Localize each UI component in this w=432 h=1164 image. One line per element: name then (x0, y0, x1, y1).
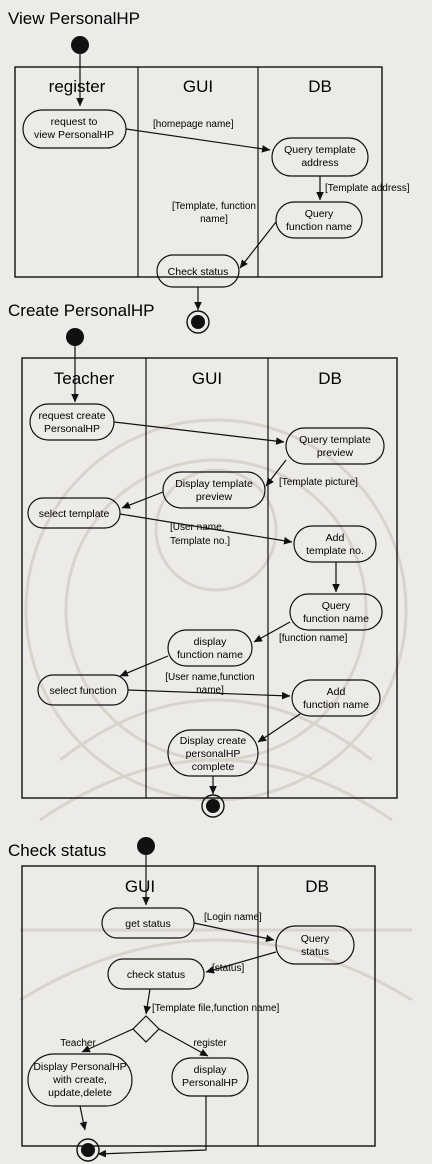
lane-header: GUI (192, 369, 222, 388)
final-node (201, 794, 225, 818)
branch-label: Teacher (60, 1038, 96, 1049)
guard-label: [function name] (279, 633, 348, 644)
initial-node (71, 36, 89, 54)
svg-text:select function: select function (49, 685, 116, 697)
activity-node: check status (107, 958, 205, 990)
activity-node: select template (27, 497, 121, 529)
lane-header: DB (305, 877, 329, 896)
lane-header: Teacher (54, 369, 115, 388)
guard-label: [Template picture] (279, 477, 358, 488)
lane-header: DB (308, 77, 332, 96)
final-node (76, 1138, 100, 1162)
svg-text:select template: select template (39, 508, 110, 520)
swimlane-frame (21, 357, 398, 799)
swimlane-frame (14, 66, 383, 278)
guard-label: [Login name] (204, 912, 262, 923)
guard-label: [User name,Template no.] (170, 522, 230, 547)
lane-header: GUI (125, 877, 155, 896)
guard-label: [status] (212, 963, 244, 974)
guard-label: [Template file,function name] (152, 1003, 280, 1014)
diagram-view-personalhp: View PersonalHP register GUI DB request … (8, 9, 410, 334)
initial-node (137, 837, 155, 855)
diagram-create-personalhp: Create PersonalHP Teacher GUI DB request… (8, 301, 398, 818)
activity-node: Check status (156, 254, 240, 288)
diagram-title: View PersonalHP (8, 9, 140, 28)
swimlane-frame (21, 865, 376, 1147)
guard-label: [homepage name] (153, 119, 234, 130)
lane-header: DB (318, 369, 342, 388)
svg-text:check status: check status (127, 969, 185, 981)
svg-text:Check status: Check status (168, 266, 229, 278)
activity-node: get status (101, 907, 195, 939)
branch-label: register (193, 1038, 227, 1049)
diagram-title: Check status (8, 841, 106, 860)
diagram-title: Create PersonalHP (8, 301, 154, 320)
initial-node (66, 328, 84, 346)
final-node (186, 310, 210, 334)
lane-header: register (49, 77, 106, 96)
decision-node (132, 1015, 160, 1043)
guard-label: [Template address] (325, 183, 410, 194)
svg-text:get status: get status (125, 918, 171, 930)
lane-header: GUI (183, 77, 213, 96)
